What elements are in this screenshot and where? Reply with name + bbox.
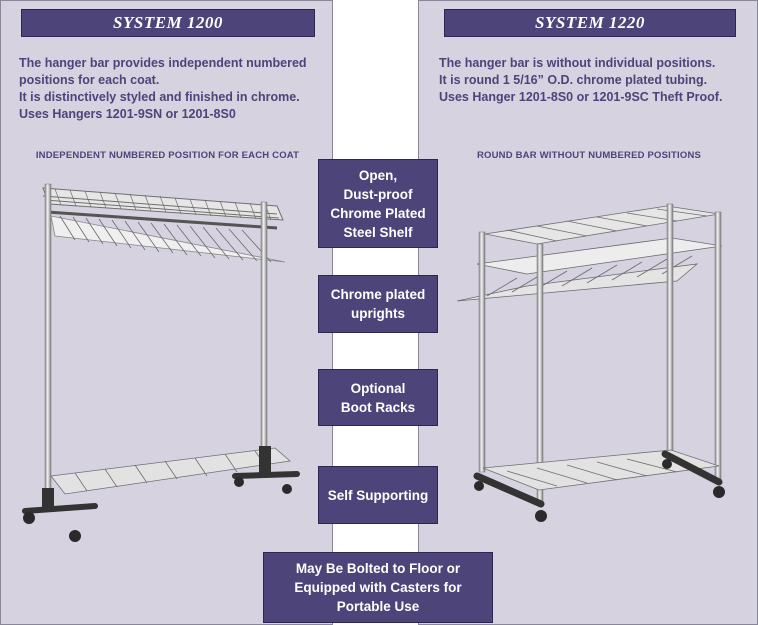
casters — [474, 459, 725, 522]
desc-line: positions for each coat. — [19, 73, 160, 87]
casters — [23, 477, 292, 542]
desc-line: The hanger bar is without individual pos… — [439, 56, 716, 70]
desc-line: It is round 1 5/16” O.D. chrome plated t… — [439, 73, 708, 87]
callout-line: Chrome plated — [330, 287, 426, 302]
callout-line: uprights — [351, 306, 405, 321]
callout-line: Boot Racks — [340, 399, 416, 415]
hangers — [50, 215, 286, 263]
callout-line: May Be Bolted to Floor or — [295, 561, 461, 576]
shelf-grid — [484, 205, 720, 245]
callout-boot-racks: Optional Boot Racks — [318, 369, 438, 426]
desc-line: It is distinctively styled and finished … — [19, 90, 300, 104]
callout-line: Self Supporting — [327, 487, 429, 503]
callout-line: Equipped with Casters for — [294, 580, 462, 595]
callout-line: Steel Shelf — [343, 224, 413, 240]
callout-line: Chrome Plated — [330, 205, 426, 221]
system-1220-description: The hanger bar is without individual pos… — [439, 55, 757, 106]
system-1220-title: SYSTEM 1220 — [444, 9, 736, 37]
boot-rack — [50, 447, 291, 495]
system-1200-rack-image — [22, 183, 300, 542]
system-1220-caption: ROUND BAR WITHOUT NUMBERED POSITIONS — [476, 150, 702, 161]
callout-self-supporting: Self Supporting — [318, 466, 438, 524]
callout-uprights: Chrome plated uprights — [318, 275, 438, 333]
system-1200-panel: SYSTEM 1200 The hanger bar provides inde… — [0, 0, 333, 625]
system-1200-caption: INDEPENDENT NUMBERED POSITION FOR EACH C… — [35, 150, 300, 161]
system-1220-panel: SYSTEM 1220 The hanger bar is without in… — [418, 0, 758, 625]
callout-mounting: May Be Bolted to Floor or Equipped with … — [263, 552, 493, 623]
desc-line: The hanger bar provides independent numb… — [19, 56, 307, 70]
system-1200-description: The hanger bar provides independent numb… — [19, 55, 329, 123]
callout-line: Portable Use — [336, 599, 420, 614]
shelf-grid — [42, 187, 284, 221]
boot-rack — [482, 449, 720, 491]
system-1200-title: SYSTEM 1200 — [21, 9, 315, 37]
desc-line: Uses Hangers 1201-9SN or 1201-8S0 — [19, 107, 236, 121]
callout-shelf: Open, Dust-proof Chrome Plated Steel She… — [318, 159, 438, 248]
system-1220-rack-image — [457, 203, 725, 522]
callout-line: Open, — [358, 167, 398, 183]
callout-line: Optional — [350, 380, 406, 396]
desc-line: Uses Hanger 1201-8S0 or 1201-9SC Theft P… — [439, 90, 723, 104]
callout-line: Dust-proof — [343, 186, 413, 202]
